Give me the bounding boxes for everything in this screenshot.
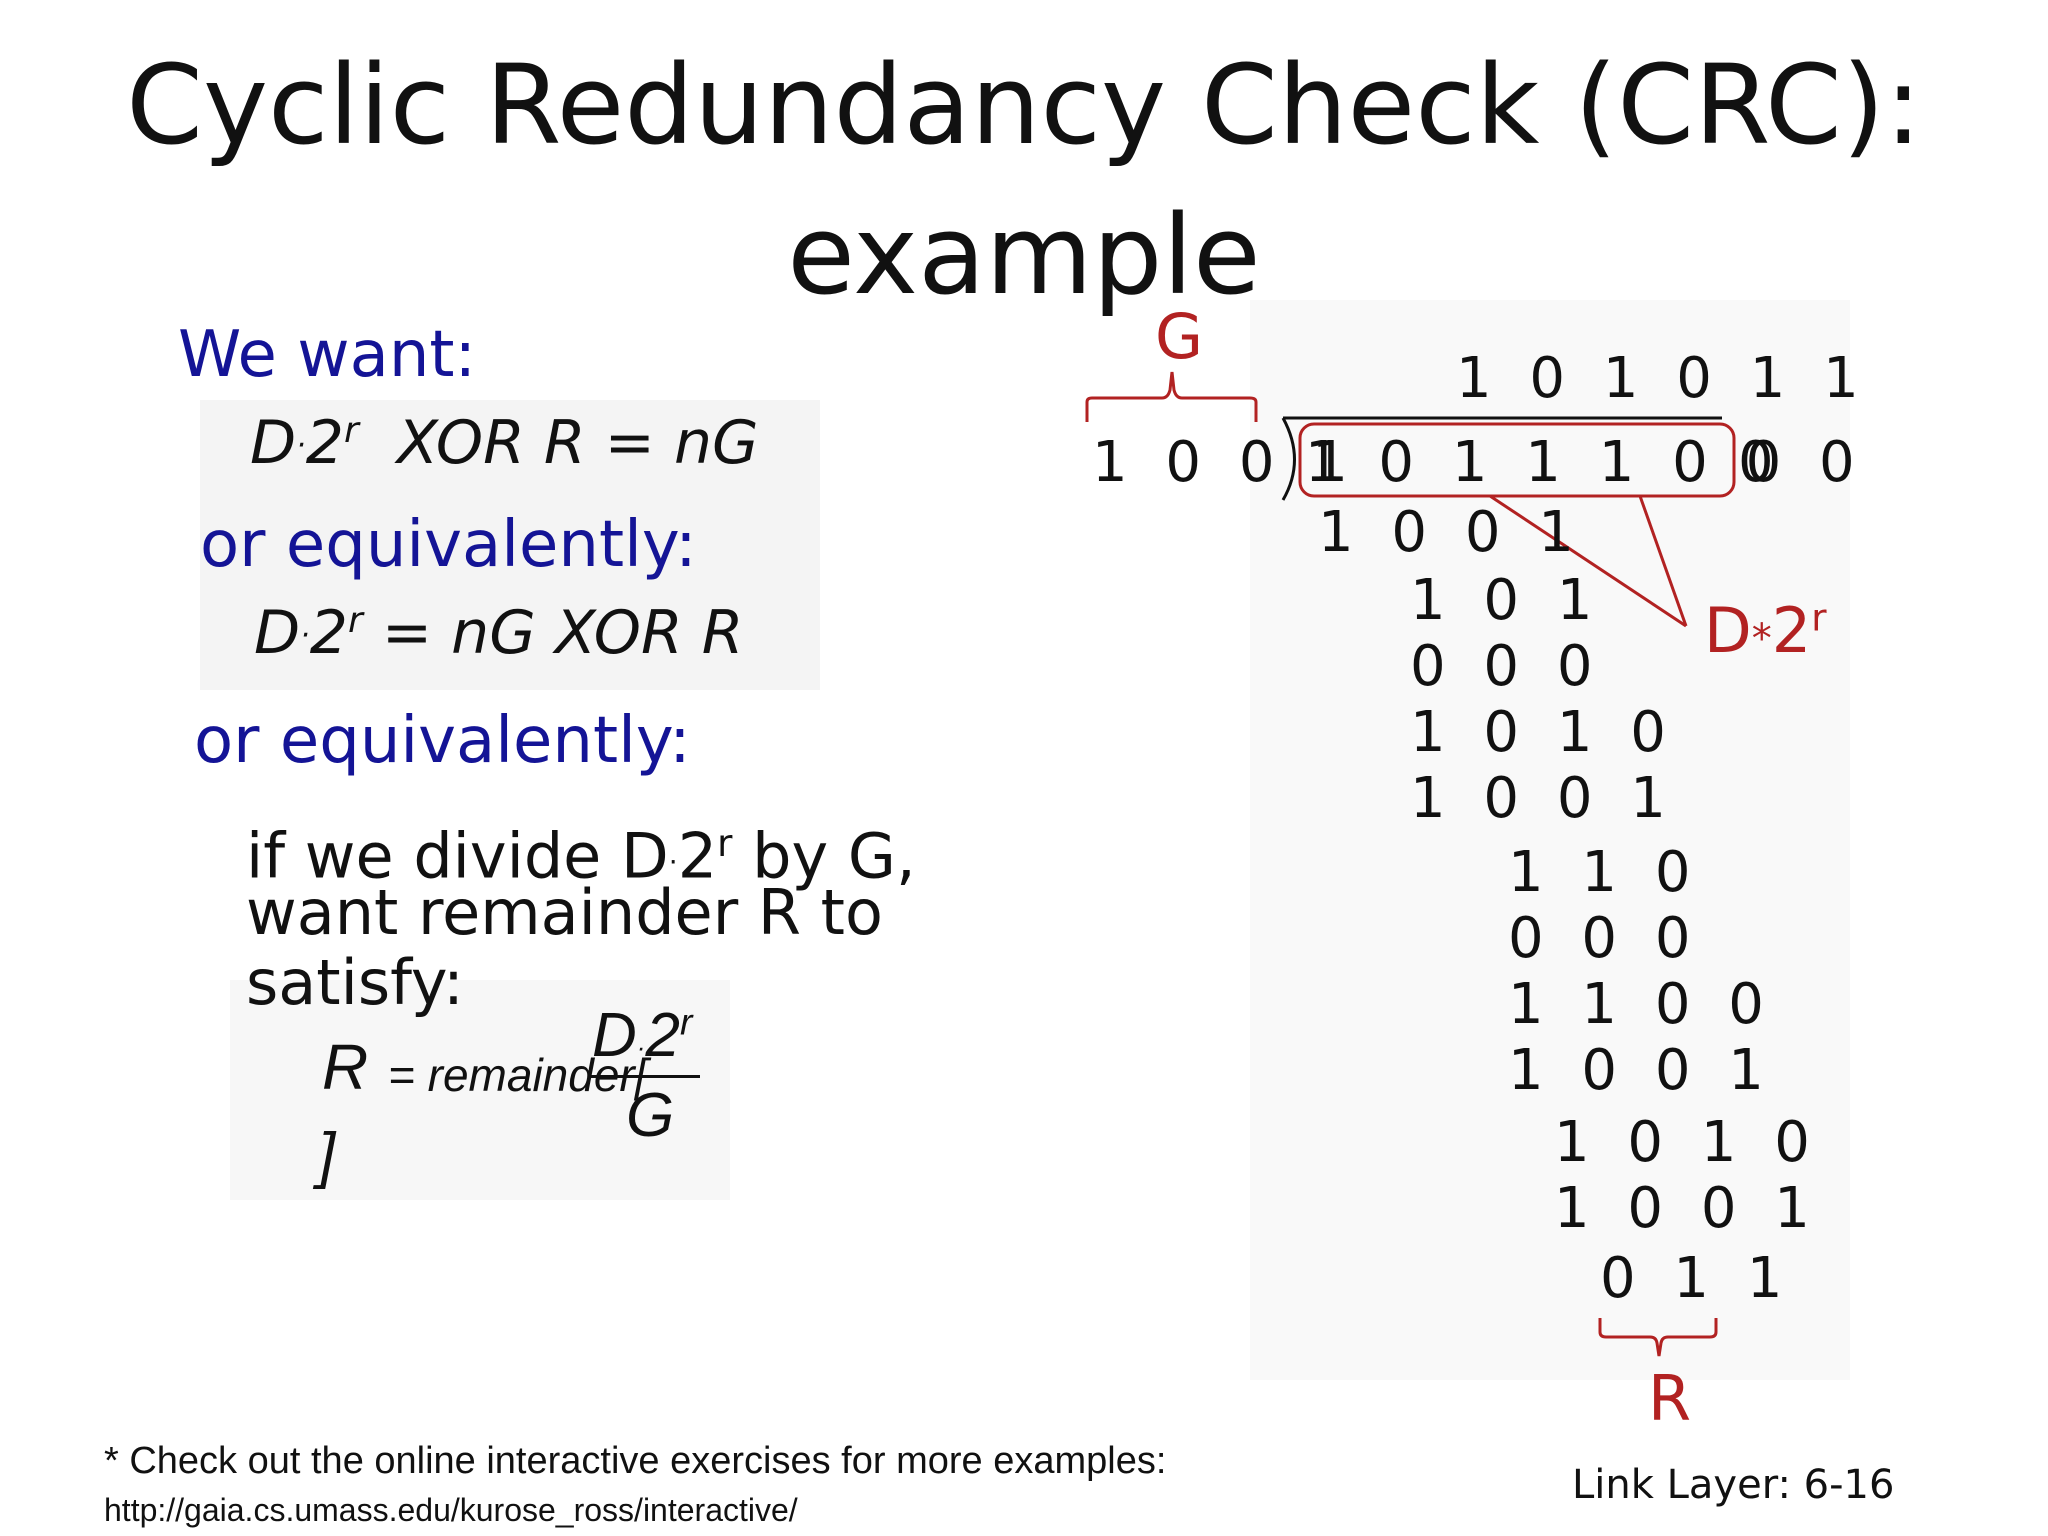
footer-url-link[interactable]: http://gaia.cs.umass.edu/kurose_ross/int…	[104, 1492, 798, 1528]
division-step: 0 0 0	[1508, 906, 1701, 971]
dividend-trailing-zero: 0	[1738, 430, 1784, 495]
division-step: 1 0 0 1	[1318, 500, 1584, 565]
divide-sentence-line2: want remainder R to	[246, 876, 883, 949]
formula-panel-shade	[200, 400, 820, 690]
dividend-highlight-box	[1298, 422, 1736, 498]
division-panel-shade	[1250, 300, 1850, 1380]
footer-note: * Check out the online interactive exerc…	[104, 1440, 1167, 1482]
fraction-numerator: D·2r	[592, 1000, 693, 1070]
division-step: 1 0 1 0	[1410, 700, 1676, 765]
division-step: 1 0 0 1	[1508, 1038, 1774, 1103]
r-brace	[1598, 1318, 1718, 1357]
or-equivalently-heading-1: or equivalently:	[200, 508, 697, 582]
g-label: G	[1155, 300, 1204, 373]
divide-sentence-line3: satisfy:	[246, 946, 464, 1019]
quotient: 1 0 1 0 1 1	[1456, 346, 1869, 411]
dividend: 1 0 1 1 1 0 0 0	[1305, 430, 1865, 495]
division-bracket	[1281, 417, 1296, 501]
divide-sentence-line1: if we divide D·2r by G,	[246, 819, 916, 893]
division-step: 1 1 0 0	[1508, 972, 1774, 1037]
slide-number-label: Link Layer: 6-16	[1572, 1462, 1895, 1508]
page-title-line2: example	[787, 191, 1261, 319]
g-brace	[1085, 371, 1258, 422]
division-step: 1 0 0 1	[1410, 766, 1676, 831]
remainder-panel-shade	[230, 980, 730, 1200]
equation-1: D·2r XOR R = nG	[250, 408, 759, 478]
equation-2: D·2r = nG XOR R	[254, 598, 744, 668]
division-step: 1 0 1 0	[1554, 1110, 1820, 1175]
or-equivalently-heading-2: or equivalently:	[194, 704, 691, 778]
division-step: 1 1 0	[1508, 840, 1701, 905]
remainder-r-symbol: R	[322, 1031, 369, 1103]
r-label: R	[1648, 1362, 1692, 1435]
fraction-bar	[590, 1075, 700, 1078]
page-title: Cyclic Redundancy Check (CRC):	[126, 41, 1922, 169]
division-step: 1 0 1	[1410, 568, 1603, 633]
d2r-pointer-line-2	[1638, 495, 1688, 627]
divisor: 1 0 0 1	[1092, 430, 1358, 495]
remainder-close-bracket: ]	[318, 1121, 336, 1190]
division-step: 0 0 0	[1410, 634, 1603, 699]
d2r-pointer-line-1	[1489, 494, 1687, 628]
remainder-result: 0 1 1	[1600, 1246, 1793, 1311]
division-step: 1 0 0 1	[1554, 1176, 1820, 1241]
d2r-label: D*2r	[1704, 594, 1827, 667]
fraction-denominator: G	[626, 1081, 675, 1150]
we-want-heading: We want:	[178, 318, 477, 392]
